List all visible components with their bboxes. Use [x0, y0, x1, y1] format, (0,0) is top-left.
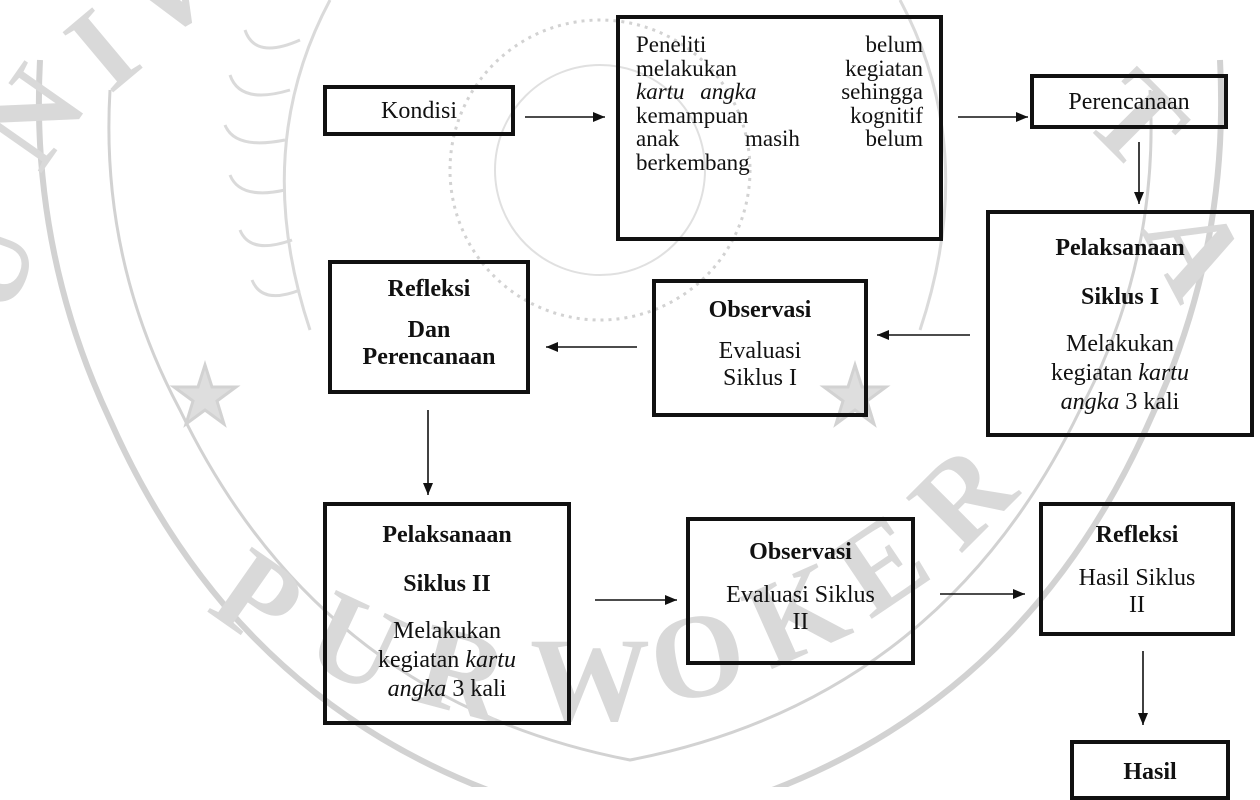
desc-word: kemampuan [636, 102, 749, 128]
node-pelaksanaan-2-subtitle: Siklus II [403, 571, 491, 597]
node-kondisi-label: Kondisi [380, 97, 457, 124]
desc-word: berkembang [636, 149, 750, 175]
node-refleksi-1-title: Refleksi [387, 276, 471, 302]
desc-word: belum [865, 32, 924, 57]
node-observasi-2-title: Observasi [749, 539, 852, 565]
node-pelaksanaan-siklus-1: Pelaksanaan Siklus I Melakukan kegiatan … [986, 210, 1254, 437]
node-pelaksanaan-siklus-2: Pelaksanaan Siklus II Melakukan kegiatan… [323, 502, 571, 725]
node-perencanaan-label: Perencanaan [1068, 88, 1190, 115]
desc-word: kognitif [850, 102, 923, 128]
seal-center-circle [448, 18, 752, 322]
node-observasi-1-title: Observasi [708, 297, 812, 323]
node-refleksi-siklus-2: Refleksi Hasil Siklus II [1039, 502, 1235, 636]
node-observasi-1-desc: Evaluasi Siklus I [718, 338, 802, 391]
desc-line: anak masih belum [636, 127, 923, 151]
laurel-right [898, 0, 948, 331]
node-pelaksanaan-1-desc: Melakukan kegiatan kartu angka 3 kali [1051, 331, 1189, 415]
star-left [169, 360, 241, 428]
node-pelaksanaan-2-desc: Melakukan kegiatan kartu angka 3 kali [378, 618, 516, 702]
node-perencanaan: Perencanaan [1030, 74, 1228, 129]
star-right [819, 360, 891, 428]
desc-line: kemampuan kognitif [636, 102, 923, 128]
node-hasil: Hasil [1070, 740, 1230, 800]
node-observasi-siklus-2: Observasi Evaluasi Siklus II [686, 517, 915, 665]
node-refleksi-2-desc: Hasil Siklus II [1078, 565, 1196, 618]
desc-line: kartu angka sehingga [636, 80, 923, 104]
desc-word: masih [744, 126, 800, 151]
node-observasi-siklus-1: Observasi Evaluasi Siklus I [652, 279, 868, 417]
node-pelaksanaan-1-title: Pelaksanaan [1055, 235, 1185, 261]
desc-word: kartu angka [636, 79, 757, 104]
desc-line: Peneliti belum [636, 33, 923, 57]
node-refleksi-2-title: Refleksi [1095, 522, 1179, 548]
desc-word: melakukan [636, 55, 737, 81]
node-pelaksanaan-1-subtitle: Siklus I [1080, 284, 1160, 310]
node-refleksi-siklus-1: Refleksi Dan Perencanaan [328, 260, 530, 394]
desc-word: Peneliti [636, 32, 707, 57]
desc-line: melakukan kegiatan [636, 55, 923, 81]
node-pelaksanaan-2-title: Pelaksanaan [382, 522, 512, 548]
desc-word: kegiatan [845, 55, 923, 81]
node-hasil-title: Hasil [1123, 759, 1177, 785]
node-refleksi-1-desc: Dan Perencanaan [362, 317, 496, 370]
desc-word: anak [636, 126, 680, 151]
node-kondisi: Kondisi [323, 85, 515, 136]
seal-inner-ring [107, 89, 1153, 762]
desc-line: berkembang [636, 149, 923, 175]
laurel-left [223, 0, 332, 331]
desc-word: belum [865, 126, 924, 151]
seal-outer-ring [35, 59, 1225, 787]
desc-word: sehingga [841, 79, 923, 104]
node-observasi-2-desc: Evaluasi Siklus II [726, 582, 875, 635]
